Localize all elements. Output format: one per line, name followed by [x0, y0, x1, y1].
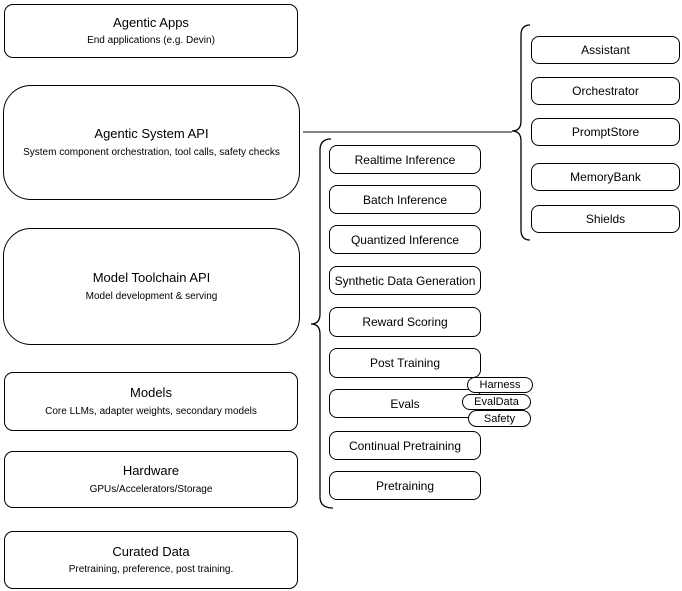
- node-subtitle: Model development & serving: [85, 290, 218, 302]
- node-label: Reward Scoring: [362, 315, 448, 329]
- pill-label: EvalData: [474, 396, 519, 408]
- node-continual-pretraining: Continual Pretraining: [329, 431, 481, 460]
- node-label: Shields: [585, 212, 626, 226]
- node-label: Assistant: [581, 43, 630, 57]
- node-title: Model Toolchain API: [92, 270, 211, 286]
- pill-label: Safety: [483, 412, 516, 425]
- node-subtitle: GPUs/Accelerators/Storage: [89, 483, 213, 495]
- node-subtitle: Pretraining, preference, post training.: [68, 564, 234, 576]
- node-title: Hardware: [122, 463, 180, 479]
- node-models: Models Core LLMs, adapter weights, secon…: [4, 372, 298, 431]
- pill-safety: Safety: [468, 410, 531, 427]
- node-label: Pretraining: [375, 478, 435, 493]
- pill-label: Harness: [479, 379, 521, 391]
- node-hardware: Hardware GPUs/Accelerators/Storage: [4, 451, 298, 508]
- node-label: Batch Inference: [362, 192, 448, 207]
- node-title: Curated Data: [112, 543, 190, 559]
- node-batch-inference: Batch Inference: [329, 185, 481, 214]
- node-label: Quantized Inference: [350, 232, 460, 247]
- node-label: Synthetic Data Generation: [334, 273, 476, 288]
- node-subtitle: System component orchestration, tool cal…: [23, 146, 280, 158]
- node-assistant: Assistant: [531, 36, 680, 64]
- pill-evaldata: EvalData: [462, 394, 531, 410]
- system-group-brace: [511, 24, 531, 241]
- node-label: Continual Pretraining: [348, 438, 462, 453]
- node-title: Models: [130, 385, 172, 401]
- node-synthetic-data-generation: Synthetic Data Generation: [329, 266, 481, 295]
- node-subtitle: Core LLMs, adapter weights, secondary mo…: [45, 405, 257, 417]
- node-label: Evals: [390, 396, 420, 411]
- node-curated-data: Curated Data Pretraining, preference, po…: [4, 531, 298, 589]
- node-orchestrator: Orchestrator: [531, 77, 680, 105]
- node-label: PromptStore: [571, 125, 640, 139]
- pill-harness: Harness: [467, 377, 533, 393]
- node-realtime-inference: Realtime Inference: [329, 145, 481, 174]
- node-agentic-system-api: Agentic System API System component orch…: [3, 85, 300, 200]
- node-title: Agentic System API: [94, 126, 209, 142]
- node-promptstore: PromptStore: [531, 118, 680, 146]
- node-evals: Evals: [329, 389, 481, 418]
- node-pretraining: Pretraining: [329, 471, 481, 500]
- node-model-toolchain-api: Model Toolchain API Model development & …: [3, 228, 300, 345]
- node-quantized-inference: Quantized Inference: [329, 225, 481, 254]
- node-memorybank: MemoryBank: [531, 163, 680, 191]
- node-label: Post Training: [369, 356, 441, 370]
- node-shields: Shields: [531, 205, 680, 233]
- node-post-training: Post Training: [329, 348, 481, 378]
- node-agentic-apps: Agentic Apps End applications (e.g. Devi…: [4, 4, 298, 58]
- node-reward-scoring: Reward Scoring: [329, 307, 481, 337]
- node-label: Orchestrator: [572, 84, 639, 98]
- node-label: Realtime Inference: [354, 152, 456, 167]
- node-label: MemoryBank: [570, 170, 641, 184]
- node-subtitle: End applications (e.g. Devin): [87, 35, 215, 47]
- node-title: Agentic Apps: [113, 14, 189, 30]
